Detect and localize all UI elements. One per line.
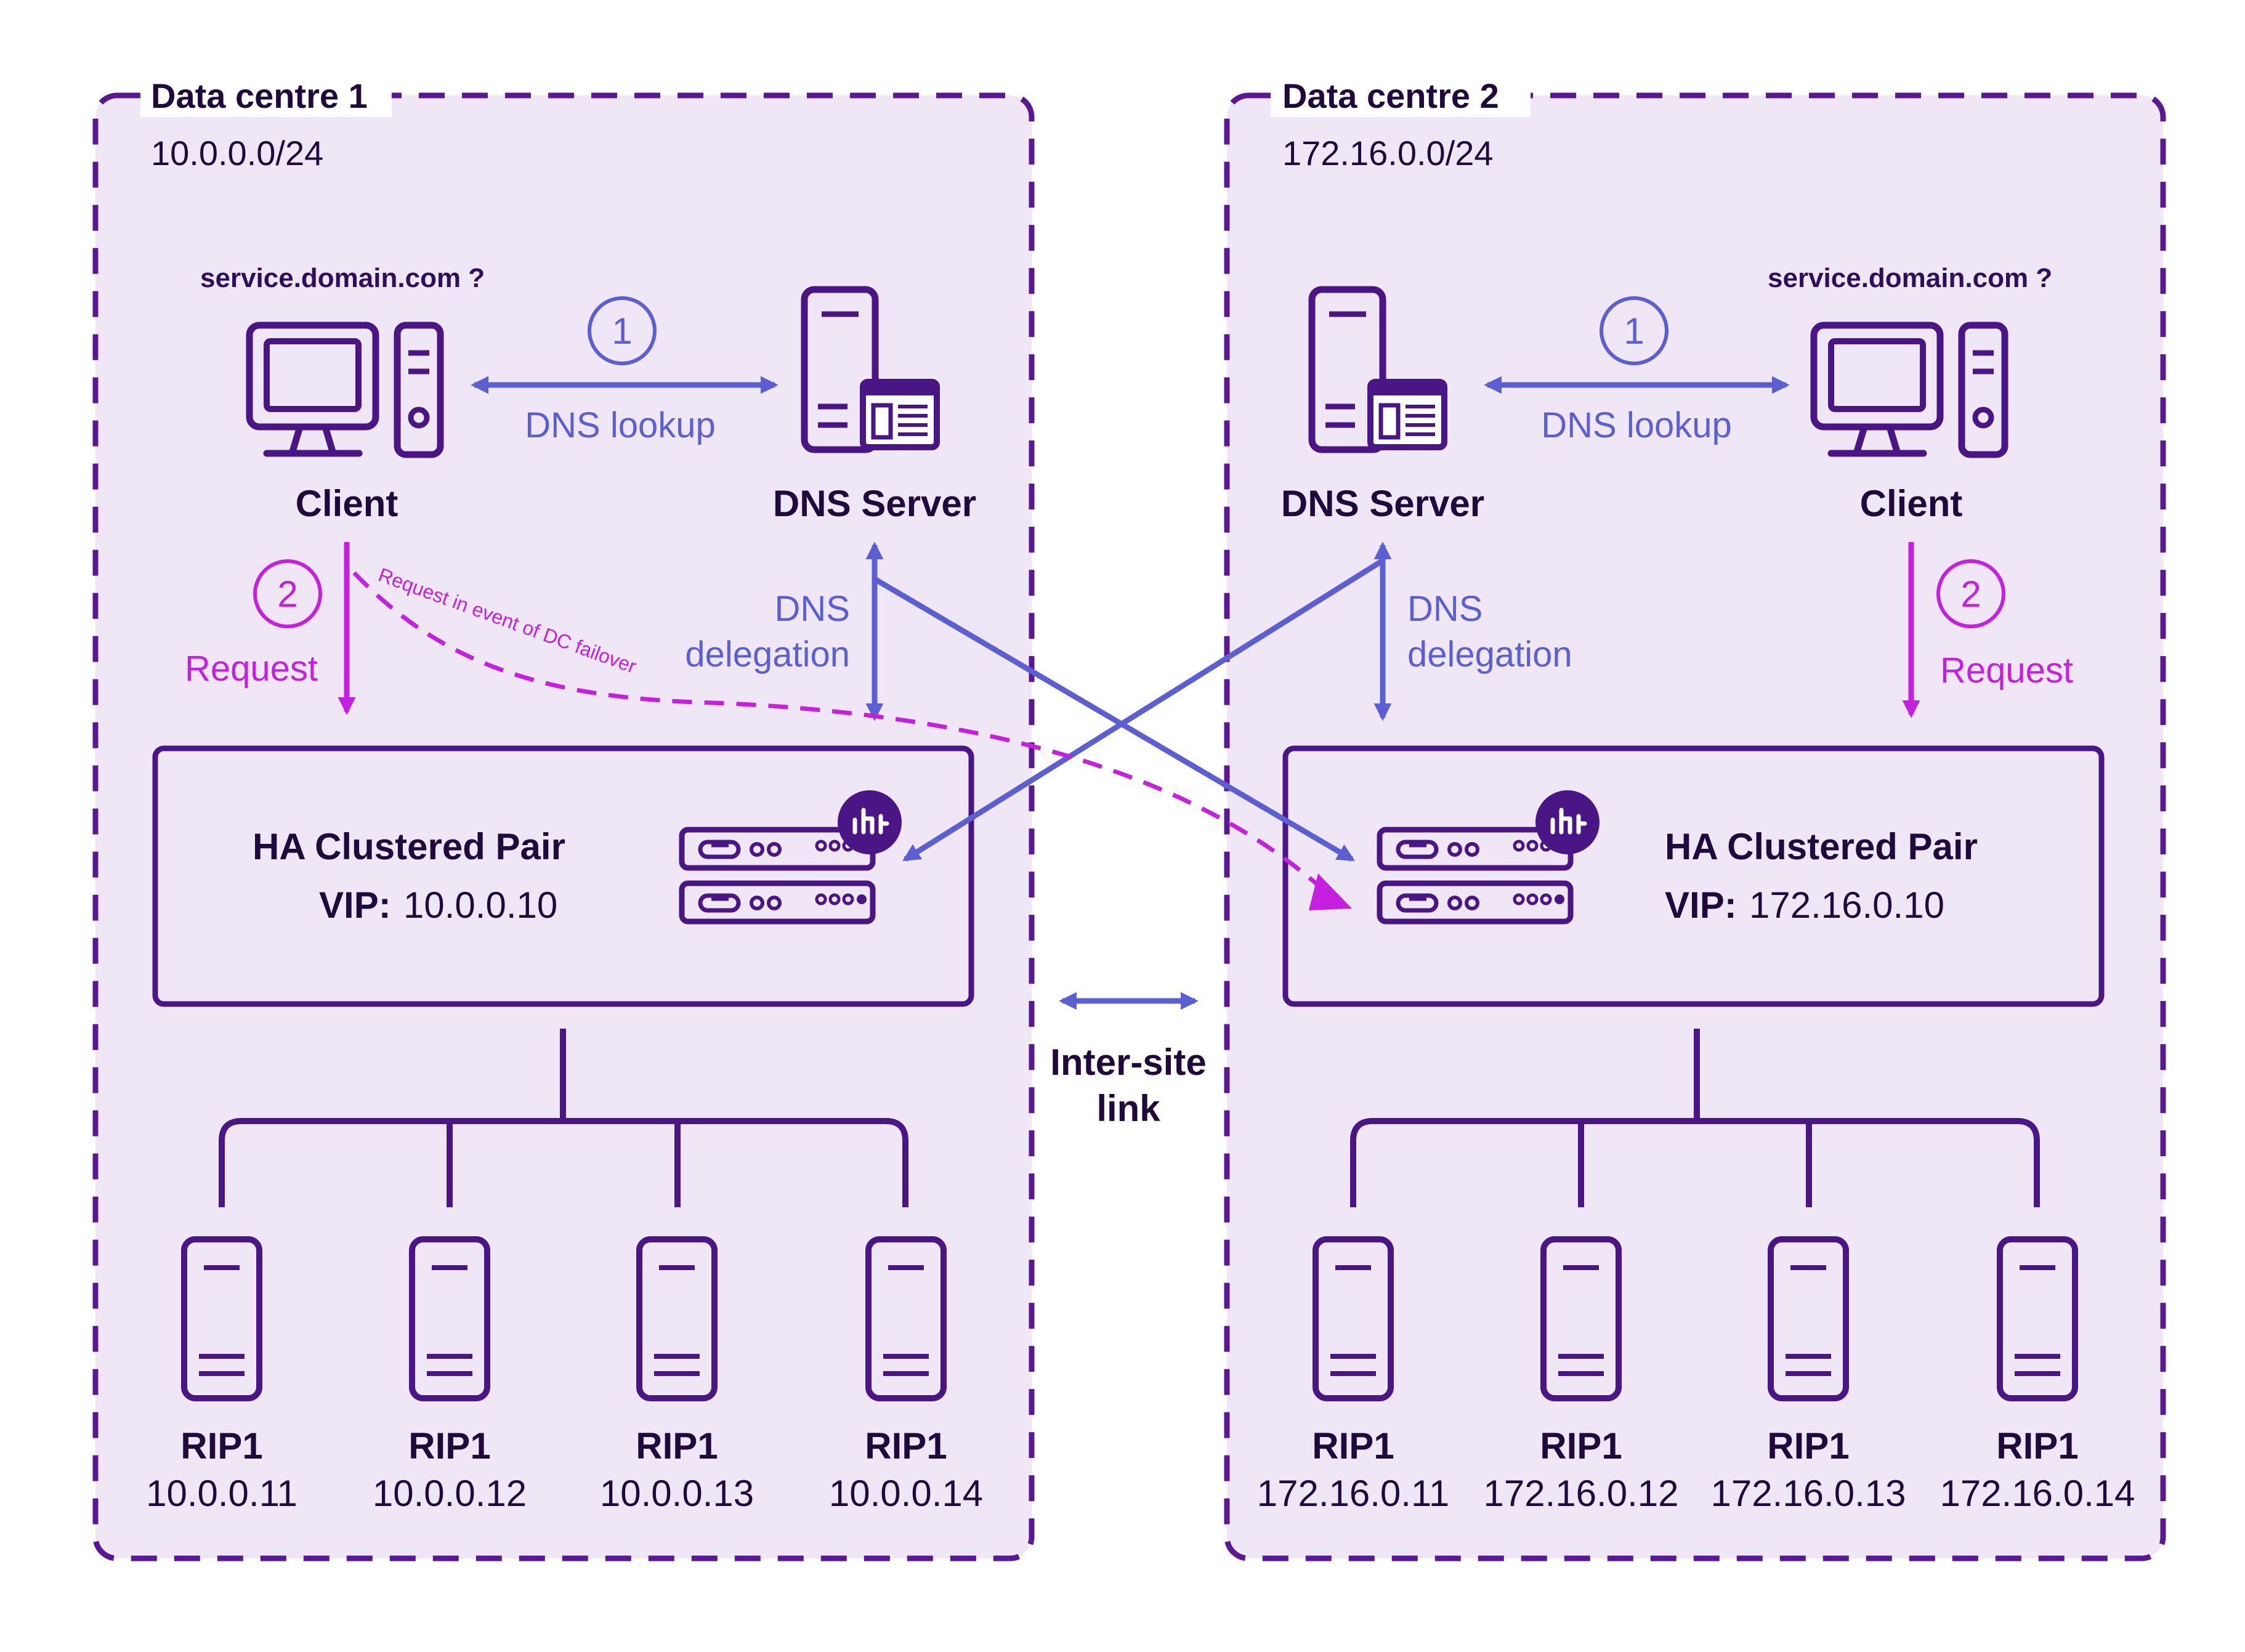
inter-site-label-line1: Inter-site [1050,1042,1206,1083]
dc1-rip-1: RIP1 10.0.0.11 [146,1239,297,1514]
rip-ip: 10.0.0.11 [146,1473,297,1514]
dc2-step1-badge [1600,296,1669,365]
dc2-dns-lookup-label: DNS lookup [1541,405,1731,445]
dc1-step1-number: 1 [612,310,632,352]
dc2-request-label: Request [1940,650,2073,690]
rip-name: RIP1 [1540,1425,1622,1467]
rip-name: RIP1 [1312,1425,1394,1467]
rip-ip: 172.16.0.11 [1257,1473,1450,1514]
dc1-client-label: Client [296,483,398,524]
dc1-rip-2: RIP1 10.0.0.12 [373,1239,527,1514]
dc1-vip-value: 10.0.0.10 [403,885,557,926]
dc1-vip-label: VIP: [319,885,391,926]
dc1-subnet: 10.0.0.0/24 [151,134,323,172]
rip-ip: 172.16.0.14 [1940,1473,2135,1514]
dc1-title: Data centre 1 [151,76,368,115]
dc1-rip-3: RIP1 10.0.0.13 [600,1239,754,1514]
dc1-delegation-line2: delegation [685,634,850,674]
dc2-dns-label: DNS Server [1281,483,1484,524]
brand-logo-icon [1535,790,1600,854]
dc1-dns-label: DNS Server [773,483,976,524]
dc2-subnet: 172.16.0.0/24 [1282,134,1494,172]
dc1-request-label: Request [185,649,318,689]
dc2-server-tree [1350,1029,2040,1207]
dc2-delegation-line1: DNS [1407,589,1483,629]
rip-name: RIP1 [865,1425,947,1467]
dc2-rip-2: RIP1 172.16.0.12 [1484,1239,1679,1514]
rip-ip: 172.16.0.12 [1484,1473,1679,1514]
rip-ip: 10.0.0.13 [600,1473,754,1514]
rip-name: RIP1 [408,1425,490,1467]
dc1-rip-4: RIP1 10.0.0.14 [829,1239,983,1514]
dc2-query-text: service.domain.com ? [1768,263,2052,293]
dc1-query-text: service.domain.com ? [200,263,485,293]
rip-ip: 10.0.0.12 [373,1473,527,1514]
rip-name: RIP1 [636,1425,718,1467]
dc2-ha-title: HA Clustered Pair [1665,826,1978,867]
dc2-client-label: Client [1860,483,1963,524]
dc-failover-arrowhead [1309,873,1352,910]
dc2-step1-number: 1 [1624,310,1644,352]
dc2-title: Data centre 2 [1282,76,1499,115]
dc2-step2-number: 2 [1960,573,1981,615]
rip-ip: 172.16.0.13 [1711,1473,1906,1514]
rip-name: RIP1 [1767,1425,1849,1467]
dc2-rip-1: RIP1 172.16.0.11 [1257,1239,1450,1514]
inter-site-label-line2: link [1096,1088,1160,1129]
data-centre-1-region: Data centre 1 10.0.0.0/24 [92,74,1035,1561]
dc1-server-tree [219,1029,908,1207]
rip-ip: 10.0.0.14 [829,1473,983,1514]
dc1-step2-number: 2 [277,573,297,615]
dns-delegation-cross-arrow-to-dc1 [902,558,1385,862]
dc1-step2-badge [253,559,322,628]
dns-delegation-cross-arrow-to-dc2 [873,577,1355,862]
dc2-vip-label: VIP: [1665,885,1737,926]
dc2-ha-clustered-pair: HA Clustered Pair VIP: 172.16.0.10 [1282,745,2105,1007]
dc2-step2-badge [1936,559,2005,628]
dc1-delegation-line1: DNS [775,589,850,629]
dc2-rip-3: RIP1 172.16.0.13 [1711,1239,1906,1514]
dc1-ha-title: HA Clustered Pair [253,826,565,867]
dc1-dns-lookup-label: DNS lookup [525,405,715,445]
dc1-step1-badge [588,296,657,365]
dc2-rip-4: RIP1 172.16.0.14 [1940,1239,2135,1514]
dc1-ha-clustered-pair: HA Clustered Pair VIP: 10.0.0.10 [152,745,974,1007]
dc-failover-request-arrow [352,571,1332,898]
brand-logo-icon [838,790,902,854]
data-centre-2-region: Data centre 2 172.16.0.0/24 [1224,74,2166,1561]
rip-name: RIP1 [180,1425,262,1467]
dc2-vip-value: 172.16.0.10 [1749,885,1944,926]
rip-name: RIP1 [1996,1425,2078,1467]
dc2-delegation-line2: delegation [1407,634,1572,674]
